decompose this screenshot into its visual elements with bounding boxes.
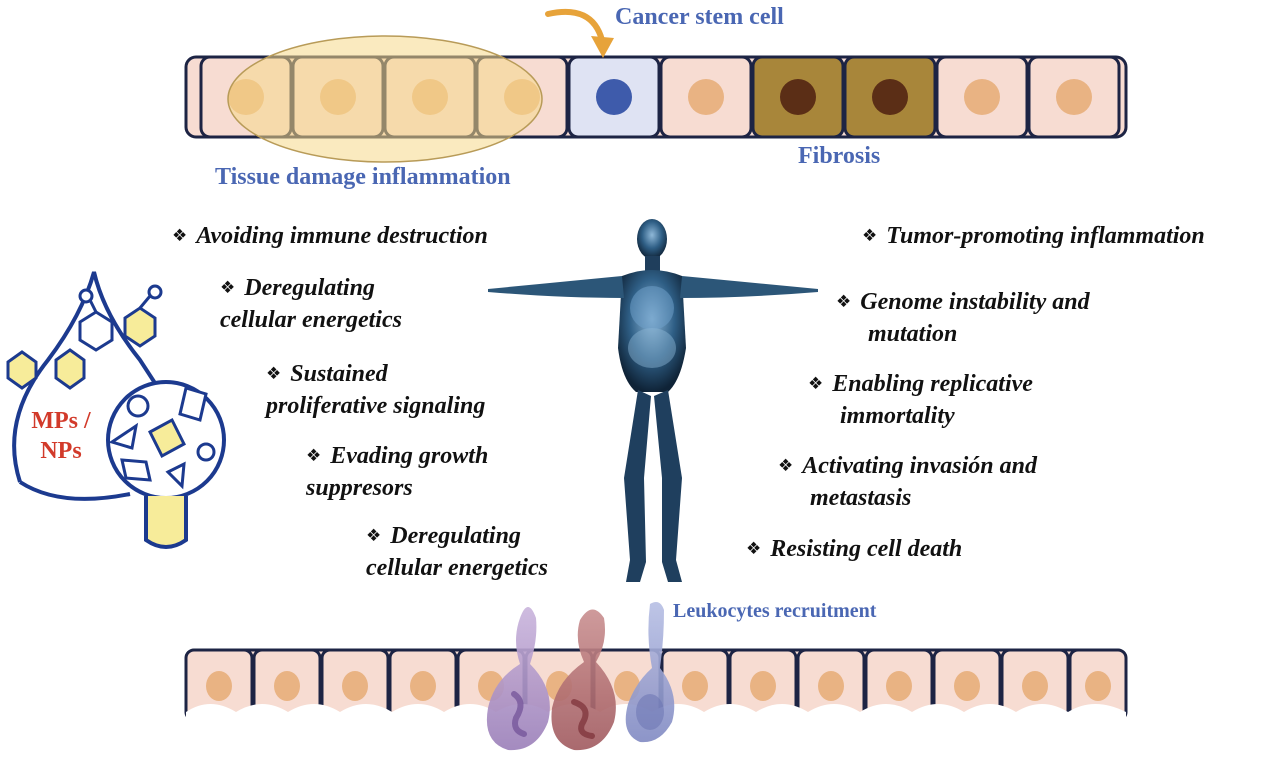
hallmark-genome-instability: ❖ Genome instability and mutation [836,286,1090,351]
mps-nps-label: MPs / NPs [16,406,106,466]
hallmark-deregulating-energetics: ❖ Deregulating cellular energetics [220,272,402,337]
hallmark-text: Deregulating [244,275,375,301]
leukocytes-recruitment-label: Leukocytes recruitment [673,600,877,622]
fibrosis-nucleus [872,79,908,115]
stem-cell-arrow [545,8,614,58]
hallmark-text: Enabling replicative [832,371,1033,397]
hallmark-tumor-promoting-inflammation: ❖ Tumor-promoting inflammation [862,220,1205,252]
hallmark-invasion-metastasis: ❖ Activating invasión and metastasis [778,450,1037,515]
mps-nps-line1: MPs / [31,408,91,434]
hallmark-deregulating-energetics-2: ❖ Deregulating cellular energetics [366,520,548,585]
nucleus [964,79,1000,115]
hallmark-text: Resisting cell death [770,536,963,562]
bullet-icon: ❖ [366,526,382,546]
inflammation-ellipse [227,35,543,163]
leukocyte [551,609,616,751]
top-cell-layer [184,35,1128,163]
bullet-icon: ❖ [862,226,878,246]
bullet-icon: ❖ [808,374,824,394]
leukocyte [486,607,550,751]
leukocyte [625,602,675,743]
hallmark-text: Sustained [290,361,388,387]
hallmark-text-line2: proliferative signaling [266,393,486,420]
mps-nps-icon [6,271,226,549]
hallmark-replicative-immortality: ❖ Enabling replicative immortality [808,368,1033,433]
tissue-damage-label: Tissue damage inflammation [215,164,511,190]
hallmark-text-line2: mutation [868,321,958,348]
bullet-icon: ❖ [220,278,236,298]
bullet-icon: ❖ [778,456,794,476]
bullet-icon: ❖ [172,226,188,246]
hallmark-text-line2: immortality [840,403,955,430]
human-body-figure [488,219,818,582]
bullet-icon: ❖ [266,364,282,384]
hallmark-sustained-proliferative-signaling: ❖ Sustained proliferative signaling [266,358,485,423]
bullet-icon: ❖ [746,539,762,559]
hallmark-avoiding-immune-destruction: ❖ Avoiding immune destruction [172,220,488,252]
hallmark-text: Genome instability and [860,289,1090,315]
bullet-icon: ❖ [836,292,852,312]
hallmark-text-line2: cellular energetics [366,555,548,582]
hallmark-evading-growth-suppressors: ❖ Evading growth suppresors [306,440,488,505]
hallmark-text-line2: metastasis [810,485,912,512]
cancer-stem-cell-label: Cancer stem cell [615,4,784,30]
fibrosis-nucleus [780,79,816,115]
hallmark-text: Avoiding immune destruction [196,223,488,249]
hallmark-resisting-cell-death: ❖ Resisting cell death [746,533,962,565]
hallmark-text: Evading growth [330,443,489,469]
hallmark-text: Deregulating [390,523,521,549]
nucleus [688,79,724,115]
hallmark-text: Tumor-promoting inflammation [886,223,1205,249]
bottom-cell-layer [184,648,1128,764]
nucleus [1056,79,1092,115]
hallmark-text: Activating invasión and [802,453,1037,479]
stem-cell-nucleus [596,79,632,115]
fibrosis-label: Fibrosis [798,143,881,169]
bullet-icon: ❖ [306,446,322,466]
leukocytes [486,602,675,751]
hallmark-text-line2: suppresors [306,475,413,502]
hallmark-text-line2: cellular energetics [220,307,402,334]
mps-nps-line2: NPs [40,438,82,464]
